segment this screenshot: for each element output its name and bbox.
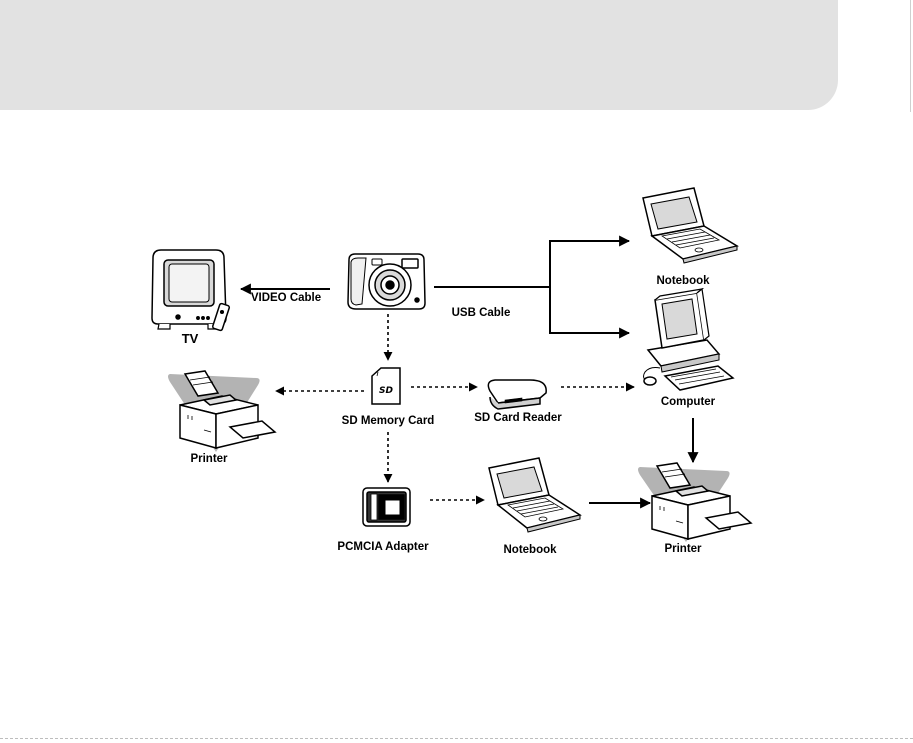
usb-cable-label: USB Cable [452,307,511,319]
computer-label: Computer [661,396,716,408]
bottom-rule [0,738,913,739]
sd-card-label: SD Memory Card [342,415,435,427]
tv-icon [152,250,230,331]
svg-text:SD: SD [379,386,393,396]
notebook-top-label: Notebook [656,275,710,287]
pcmcia-adapter-icon [363,488,410,526]
notebook-bottom-label: Notebook [503,544,557,556]
sd-card-icon: SD [372,368,400,404]
usb-branch-computer [550,287,629,333]
usb-branch-notebook [550,241,629,287]
printer-icon [168,371,275,452]
tv-label: TV [182,331,199,346]
printer-left-label: Printer [190,453,228,465]
digital-camera-icon [348,254,425,309]
printer-icon [638,463,751,542]
pcmcia-label: PCMCIA Adapter [337,541,429,553]
connector-lines [241,241,693,503]
video-cable-label: VIDEO Cable [251,292,321,304]
laptop-icon [489,458,580,532]
sd-reader-label: SD Card Reader [474,412,562,424]
printer-right-label: Printer [664,543,702,555]
desktop-computer-icon [644,289,733,390]
card-reader-icon [488,380,546,409]
laptop-icon [643,188,737,263]
